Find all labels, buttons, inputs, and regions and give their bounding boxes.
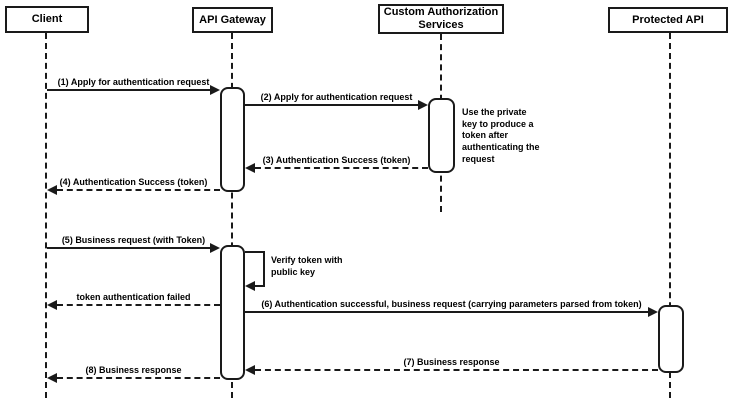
message-3-line	[255, 167, 428, 169]
participant-protected-api: Protected API	[608, 7, 728, 33]
lifeline-protected-api	[669, 33, 671, 398]
message-7-line	[255, 369, 658, 371]
message-1-label: (1) Apply for authentication request	[57, 77, 210, 87]
message-5-label: (5) Business request (with Token)	[61, 235, 206, 245]
message-8-arrowhead-icon	[47, 373, 57, 383]
message-token-failed-label: token authentication failed	[76, 292, 191, 302]
participant-api-gateway: API Gateway	[192, 7, 273, 33]
self-message-arrowhead-icon	[245, 281, 255, 291]
message-5-line	[47, 247, 210, 249]
message-2-label: (2) Apply for authentication request	[260, 92, 413, 102]
message-7-arrowhead-icon	[245, 365, 255, 375]
activation-api-gateway-auth	[220, 87, 245, 192]
message-2-arrowhead-icon	[418, 100, 428, 110]
message-3-arrowhead-icon	[245, 163, 255, 173]
self-message-label: Verify token with public key	[271, 255, 343, 278]
message-8-label: (8) Business response	[85, 365, 182, 375]
message-4-line	[57, 189, 220, 191]
message-4-arrowhead-icon	[47, 185, 57, 195]
message-1-line	[47, 89, 210, 91]
message-6-line	[245, 311, 648, 313]
self-message-right-line	[263, 251, 265, 287]
message-5-arrowhead-icon	[210, 243, 220, 253]
message-1-arrowhead-icon	[210, 85, 220, 95]
message-7-label: (7) Business response	[403, 357, 500, 367]
message-8-line	[57, 377, 220, 379]
participant-custom-auth-services: Custom Authorization Services	[378, 4, 504, 34]
note-private-key: Use the private key to produce a token a…	[462, 107, 540, 164]
activation-protected-api	[658, 305, 684, 373]
message-2-line	[245, 104, 418, 106]
participant-client: Client	[5, 6, 89, 33]
message-token-failed-line	[57, 304, 220, 306]
self-message-bottom-line	[255, 285, 265, 287]
activation-api-gateway-business	[220, 245, 245, 380]
message-3-label: (3) Authentication Success (token)	[262, 155, 411, 165]
message-6-arrowhead-icon	[648, 307, 658, 317]
lifeline-client	[45, 33, 47, 398]
message-6-label: (6) Authentication successful, business …	[261, 299, 642, 309]
self-message-top-line	[245, 251, 265, 253]
activation-custom-auth-services	[428, 98, 455, 173]
message-4-label: (4) Authentication Success (token)	[59, 177, 208, 187]
lifeline-api-gateway	[231, 33, 233, 398]
message-token-failed-arrowhead-icon	[47, 300, 57, 310]
